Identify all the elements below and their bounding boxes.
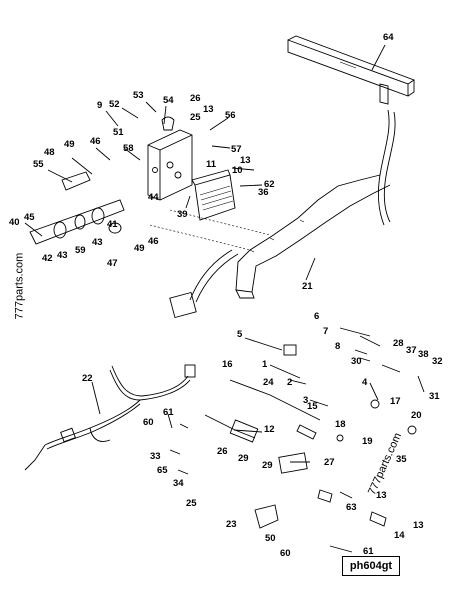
callout-42: 42 xyxy=(42,253,53,264)
callout-28: 28 xyxy=(393,338,404,349)
callout-3: 3 xyxy=(303,395,309,406)
callout-65: 65 xyxy=(157,465,168,476)
callout-20: 20 xyxy=(411,410,422,421)
callout-49b: 49 xyxy=(134,243,145,254)
callout-13c: 13 xyxy=(376,490,387,501)
callout-32: 32 xyxy=(432,356,443,367)
callout-30: 30 xyxy=(351,356,362,367)
callout-4: 4 xyxy=(362,377,368,388)
callout-35: 35 xyxy=(396,454,407,465)
callout-10: 10 xyxy=(232,165,243,176)
callout-8: 8 xyxy=(335,341,341,352)
callout-13b: 13 xyxy=(240,155,251,166)
callout-51: 51 xyxy=(113,127,124,138)
callout-56: 56 xyxy=(225,110,236,121)
figure-id-label: ph604gt xyxy=(342,556,400,576)
callout-53: 53 xyxy=(133,90,144,101)
callout-61b: 61 xyxy=(363,546,374,557)
callout-43b: 43 xyxy=(92,237,103,248)
callout-60: 60 xyxy=(143,417,154,428)
control-box xyxy=(191,169,236,221)
callout-46b: 46 xyxy=(148,236,159,247)
callout-48: 48 xyxy=(44,147,55,158)
callout-55: 55 xyxy=(33,159,44,170)
callout-31: 31 xyxy=(429,391,440,402)
callout-14: 14 xyxy=(394,530,405,541)
callout-40: 40 xyxy=(9,217,20,228)
callout-46: 46 xyxy=(90,136,101,147)
callout-18: 18 xyxy=(335,419,346,430)
callout-54: 54 xyxy=(163,95,174,106)
callout-62: 62 xyxy=(264,179,275,190)
callout-49: 49 xyxy=(64,139,75,150)
callout-63: 63 xyxy=(346,502,357,513)
hydraulic-line xyxy=(29,171,125,245)
callout-38: 38 xyxy=(418,349,429,360)
callout-19: 19 xyxy=(362,436,373,447)
callout-26: 26 xyxy=(190,93,201,104)
valve-block xyxy=(147,116,193,201)
callout-26b: 26 xyxy=(217,446,228,457)
callout-34: 34 xyxy=(173,478,184,489)
callout-33: 33 xyxy=(150,451,161,462)
callout-25: 25 xyxy=(190,112,201,123)
callout-24: 24 xyxy=(263,377,274,388)
callout-36: 36 xyxy=(258,187,269,198)
callout-44: 44 xyxy=(148,192,159,203)
frame-rail xyxy=(189,35,415,303)
callout-9: 9 xyxy=(97,100,103,111)
callout-2: 2 xyxy=(287,377,293,388)
callout-37: 37 xyxy=(406,345,417,356)
callout-12: 12 xyxy=(264,424,275,435)
callout-25b: 25 xyxy=(186,498,197,509)
callout-16: 16 xyxy=(222,359,233,370)
callout-64: 64 xyxy=(383,32,394,43)
wire-harness xyxy=(24,364,196,471)
callout-41: 41 xyxy=(107,219,118,230)
callout-59: 59 xyxy=(75,245,86,256)
callout-60b: 60 xyxy=(280,548,291,559)
callout-11: 11 xyxy=(206,159,217,170)
callout-22: 22 xyxy=(82,373,93,384)
callout-57: 57 xyxy=(231,144,242,155)
callout-17: 17 xyxy=(390,396,401,407)
callout-1: 1 xyxy=(262,359,268,370)
callout-29: 29 xyxy=(238,453,249,464)
callout-6: 6 xyxy=(314,311,320,322)
callout-27: 27 xyxy=(324,457,335,468)
leader-arrows xyxy=(24,44,425,553)
callout-58: 58 xyxy=(123,143,134,154)
callout-13d: 13 xyxy=(413,520,424,531)
callout-50: 50 xyxy=(265,533,276,544)
callout-5: 5 xyxy=(237,329,243,340)
callout-29b: 29 xyxy=(262,460,273,471)
callout-43: 43 xyxy=(57,250,68,261)
callout-39: 39 xyxy=(177,209,188,220)
callout-21: 21 xyxy=(302,281,313,292)
callout-15: 15 xyxy=(307,401,318,412)
callout-13: 13 xyxy=(203,104,214,115)
callout-23: 23 xyxy=(226,519,237,530)
callout-47: 47 xyxy=(107,258,118,269)
callout-52: 52 xyxy=(109,99,120,110)
watermark-left: 777parts.com xyxy=(13,252,26,320)
callout-7: 7 xyxy=(323,326,329,337)
callout-45: 45 xyxy=(24,212,35,223)
callout-61: 61 xyxy=(163,407,174,418)
